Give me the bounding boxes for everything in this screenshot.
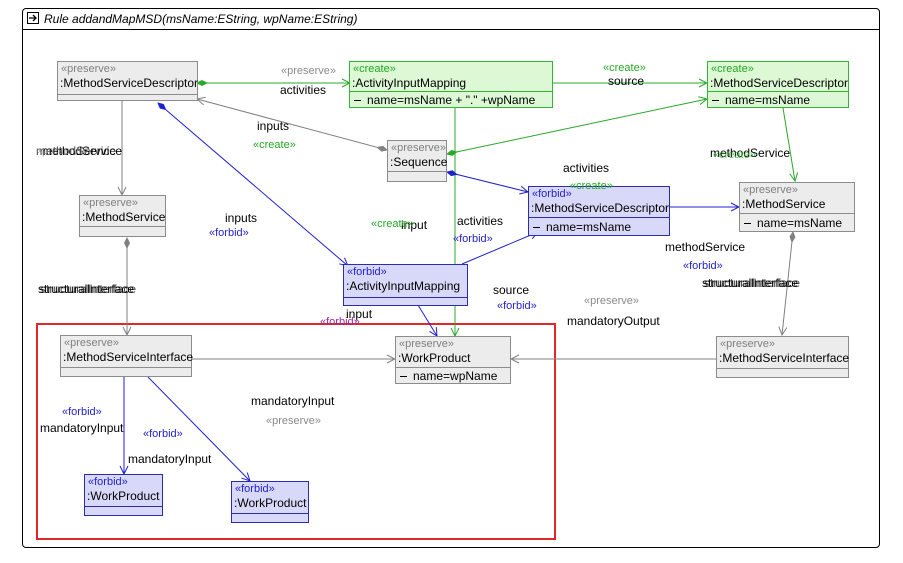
edge-label-e5-role: methodService — [710, 146, 791, 160]
node-ms-left[interactable]: «preserve» :MethodService — [79, 195, 166, 237]
edge-label-e14-role: input — [346, 307, 373, 321]
edge-aim-forbid-source-msd — [461, 232, 538, 265]
node-msi-left[interactable]: «preserve» :MethodServiceInterface — [60, 335, 193, 377]
edge-label-e2-role: source — [608, 74, 645, 88]
edge-label-e12-role2: structuralInterface — [704, 276, 801, 290]
rule-arrow-icon — [27, 12, 39, 24]
edge-ms-structural-msi-right — [782, 232, 793, 335]
node-msi-right[interactable]: «preserve» :MethodServiceInterface — [716, 336, 849, 378]
edge-label-e18-role: mandatoryInput — [128, 452, 212, 466]
rule-title: Rule addandMapMSD(msName:EString, wpName… — [44, 12, 358, 26]
edge-label-e15-role: mandatoryOutput — [567, 314, 660, 328]
edge-aim-forbid-input-wp — [417, 304, 437, 336]
node-msd-forbid[interactable]: «forbid» :MethodServiceDescriptor name=m… — [528, 186, 670, 236]
edge-sequence-activities-msd — [447, 99, 707, 154]
edge-msi-mandatoryinput-wp2 — [147, 376, 250, 481]
edge-stereo-e3: «create» — [253, 139, 296, 151]
edge-label-e4-role1: methodService — [42, 144, 123, 158]
edge-label-e4-role2: methodService — [36, 144, 117, 158]
edge-stereo-e2: «create» — [603, 62, 646, 74]
attr-aim-name: name=msName + "." +wpName — [354, 93, 535, 107]
edge-msd-methodservice-ms — [782, 107, 795, 181]
edge-stereo-e1: «preserve» — [281, 65, 337, 77]
edge-label-e1-role: activities — [280, 83, 327, 97]
edge-label-e8-role: input — [401, 218, 428, 232]
edge-msd-inputs-aim-forbid — [158, 103, 348, 266]
attr-msd-forbid-name: name=msName — [533, 220, 631, 234]
edge-label-e7-role: inputs — [225, 211, 258, 225]
node-wp-main[interactable]: «preserve» :WorkProduct name=wpName — [395, 336, 511, 384]
edge-label-e13-role: source — [493, 283, 530, 297]
attr-msd-create-name: name=msName — [712, 93, 810, 107]
rule-header: Rule addandMapMSD(msName:EString, wpName… — [23, 9, 879, 30]
edge-stereo-e14: «forbid» — [320, 316, 360, 328]
node-msd-create[interactable]: «create» :MethodServiceDescriptor name=m… — [707, 61, 849, 108]
edge-stereo-e5: «create» — [713, 149, 756, 161]
attr-wp-name: name=wpName — [400, 369, 497, 383]
edge-sequence-activities-msd-forbid — [447, 172, 528, 192]
edge-label-e3-role: inputs — [257, 119, 290, 133]
edge-stereo-e8: «create» — [371, 218, 414, 230]
edge-label-e9-role: activities — [457, 214, 504, 228]
edge-stereo-e13: «forbid» — [497, 300, 537, 312]
node-msd-preserve[interactable]: «preserve» :MethodServiceDescriptor — [57, 61, 198, 101]
edge-stereo-e4: «preserve» — [36, 145, 92, 157]
edge-label-e11-role: methodService — [665, 240, 746, 254]
node-aim-create[interactable]: «create» :ActivityInputMapping name=msNa… — [349, 61, 553, 108]
attr-ms-right-name: name=msName — [744, 216, 842, 230]
node-wp-forbid-1[interactable]: «forbid» :WorkProduct — [84, 474, 163, 516]
edge-label-e10-role2: structuralInterface — [40, 282, 137, 296]
node-aim-forbid[interactable]: «forbid» :ActivityInputMapping — [343, 264, 468, 306]
edge-label-e10-role1: structuralInterface — [38, 282, 135, 296]
edge-stereo-e7: «forbid» — [209, 227, 249, 239]
edge-label-e16-role: mandatoryInput — [251, 394, 335, 408]
edge-stereo-e18: «forbid» — [143, 428, 183, 440]
edge-stereo-e15: «preserve» — [584, 295, 640, 307]
edge-stereo-e9: «forbid» — [453, 233, 493, 245]
forbid-region — [36, 323, 556, 540]
node-sequence[interactable]: «preserve» :Sequence — [387, 140, 447, 182]
edge-stereo-e17: «forbid» — [62, 406, 102, 418]
edge-stereo-e6: «create» — [570, 180, 613, 192]
edge-stereo-e16: «preserve» — [266, 415, 322, 427]
edge-label-e6-role: activities — [563, 161, 610, 175]
edge-label-e12-role1: structuralInterface — [702, 276, 799, 290]
node-wp-forbid-2[interactable]: «forbid» :WorkProduct — [231, 481, 309, 523]
rule-frame: Rule addandMapMSD(msName:EString, wpName… — [22, 8, 880, 548]
edge-label-e17-role: mandatoryInput — [40, 421, 124, 435]
node-ms-right[interactable]: «preserve» :MethodService name=msName — [739, 182, 855, 232]
edge-stereo-e11: «forbid» — [683, 260, 723, 272]
